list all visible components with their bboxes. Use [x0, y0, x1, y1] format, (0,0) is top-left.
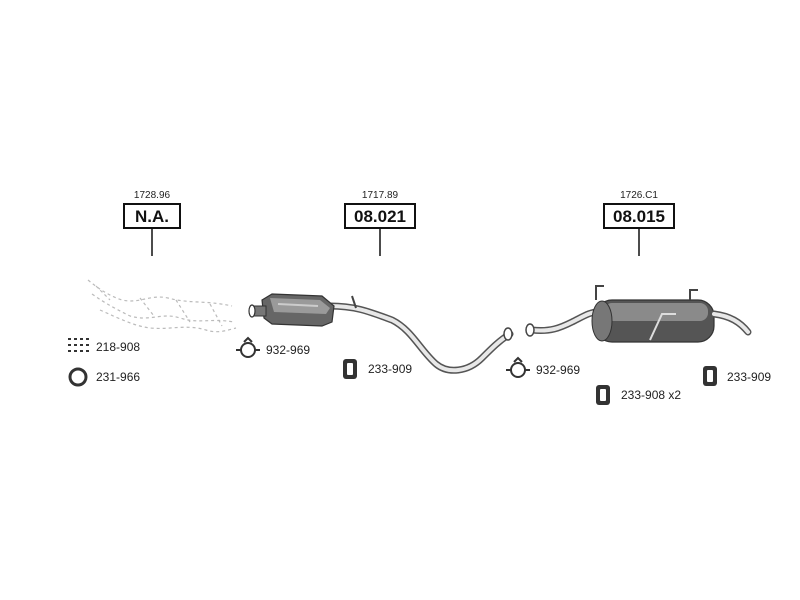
callout-code: 08.015	[613, 207, 665, 226]
part-label: 233-909	[727, 370, 771, 384]
part-932-969-front[interactable]: 932-969	[236, 336, 310, 358]
part-218-908[interactable]: 218-908	[68, 338, 140, 354]
part-label: 231-966	[96, 370, 140, 384]
gasket-kit-icon	[68, 338, 89, 352]
part-233-908[interactable]: 233-908 x2	[596, 385, 681, 405]
part-231-966[interactable]: 231-966	[68, 367, 140, 387]
pipe-clamp-icon	[236, 336, 260, 358]
callout-ref: 1726.C1	[620, 190, 658, 201]
middle-silencer-body	[261, 293, 335, 327]
middle-silencer-assembly[interactable]	[248, 293, 514, 374]
callout-code: N.A.	[135, 207, 169, 226]
part-label: 932-969	[536, 363, 580, 377]
callout-front-pipe[interactable]: 1728.96 N.A.	[123, 190, 181, 256]
part-233-909-rear[interactable]: 233-909	[703, 366, 771, 386]
part-label: 233-909	[368, 362, 412, 376]
callout-ref: 1717.89	[362, 190, 399, 201]
part-label: 932-969	[266, 343, 310, 357]
rear-silencer-assembly[interactable]	[525, 285, 752, 343]
rear-silencer-body	[591, 285, 715, 343]
callout-rear-silencer[interactable]: 1726.C1 08.015	[603, 190, 675, 256]
callout-box	[344, 203, 416, 229]
part-932-969-rear[interactable]: 932-969	[506, 356, 580, 378]
callout-code: 08.021	[354, 207, 406, 226]
part-label: 218-908	[96, 340, 140, 354]
callout-ref: 1728.96	[134, 190, 171, 201]
callout-box	[603, 203, 675, 229]
pipe-clamp-icon	[506, 356, 530, 378]
rubber-mount-icon	[596, 385, 610, 405]
rubber-mount-icon	[343, 359, 357, 379]
front-pipe-ghost	[87, 279, 237, 333]
sealing-ring-icon	[68, 367, 88, 387]
callout-middle-silencer[interactable]: 1717.89 08.021	[344, 190, 416, 256]
rubber-mount-icon	[703, 366, 717, 386]
part-label: 233-908 x2	[621, 388, 681, 402]
part-233-909-middle[interactable]: 233-909	[343, 359, 412, 379]
